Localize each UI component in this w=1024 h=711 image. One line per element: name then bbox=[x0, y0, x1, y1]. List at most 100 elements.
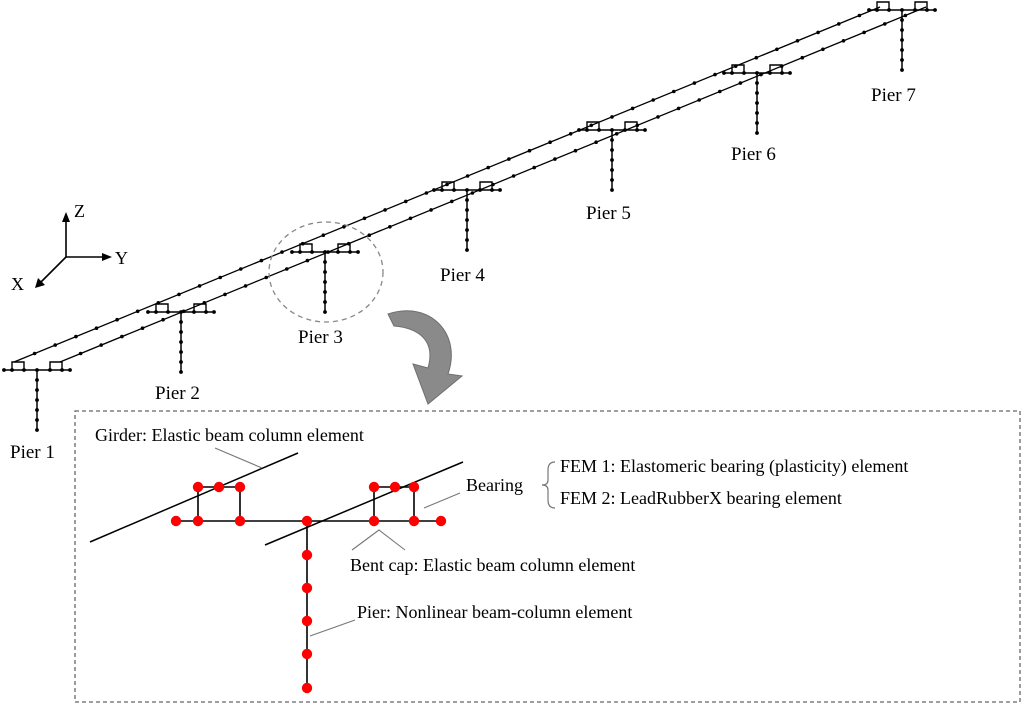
pier-1-bent bbox=[2, 361, 72, 432]
detail-red-node bbox=[368, 481, 380, 493]
detail-red-node bbox=[301, 682, 313, 694]
pier-3-label: Pier 3 bbox=[298, 327, 343, 348]
cap-node bbox=[768, 71, 772, 75]
cap-node bbox=[577, 128, 581, 132]
detail-red-node bbox=[234, 481, 246, 493]
detail-red-node bbox=[301, 549, 313, 561]
girder-node bbox=[883, 22, 887, 26]
cap-node bbox=[643, 128, 647, 132]
girder-node bbox=[507, 157, 511, 161]
cap-node bbox=[730, 71, 734, 75]
girder-node bbox=[594, 140, 598, 144]
girder-node bbox=[614, 132, 619, 136]
detail-red-node bbox=[213, 481, 225, 493]
detail-red-node bbox=[170, 515, 182, 527]
bearing-leader bbox=[423, 492, 461, 509]
cap-node bbox=[925, 8, 929, 12]
girder-node bbox=[800, 55, 805, 60]
pier-node bbox=[900, 48, 904, 52]
detail-nodes bbox=[170, 481, 447, 694]
pier-node bbox=[610, 138, 614, 142]
x-axis-label: X bbox=[11, 274, 24, 294]
girder-node bbox=[120, 334, 124, 339]
girder-node bbox=[816, 30, 820, 35]
cap-node bbox=[48, 368, 52, 372]
girder-node bbox=[465, 174, 470, 178]
pier-node bbox=[900, 18, 904, 22]
pier-node bbox=[465, 228, 469, 232]
bearing-left bbox=[586, 121, 600, 130]
girder-node bbox=[388, 225, 392, 229]
girder-node bbox=[676, 106, 681, 111]
cap-node bbox=[68, 368, 72, 372]
girder-node bbox=[738, 81, 743, 85]
pier-node bbox=[323, 260, 327, 264]
pier-node bbox=[755, 131, 759, 135]
girder-node bbox=[713, 72, 717, 77]
cap-node bbox=[432, 188, 436, 192]
girder-node bbox=[862, 30, 866, 35]
cap-node bbox=[336, 250, 340, 254]
pier-node bbox=[610, 188, 614, 192]
cap-node bbox=[154, 310, 158, 314]
bearing-left bbox=[11, 361, 25, 370]
cap-node bbox=[478, 188, 482, 192]
cap-node bbox=[900, 8, 904, 12]
girder-node bbox=[656, 115, 660, 119]
cap-node bbox=[2, 368, 6, 372]
detail-red-node bbox=[435, 515, 447, 527]
girder-node bbox=[424, 191, 429, 195]
cap-node bbox=[35, 368, 39, 372]
girder-node bbox=[53, 343, 57, 347]
girder-node bbox=[754, 55, 759, 60]
pier-4-bent bbox=[432, 181, 502, 252]
x-axis-line bbox=[39, 256, 67, 284]
detail-red-node bbox=[301, 615, 313, 627]
cap-node bbox=[742, 71, 746, 75]
girder-node bbox=[795, 39, 800, 43]
pier-node bbox=[755, 81, 759, 85]
pier-labels: Pier 1 Pier 2 Pier 3 Pier 4 Pier 5 Pier … bbox=[10, 85, 916, 463]
girder-lines bbox=[13, 6, 927, 363]
pier-node bbox=[323, 300, 327, 304]
pier-node bbox=[465, 218, 469, 222]
pier-node bbox=[323, 270, 327, 274]
callout-arrow bbox=[387, 310, 464, 405]
pier-node bbox=[35, 378, 39, 382]
girder-node bbox=[718, 89, 722, 94]
pier-node bbox=[35, 428, 39, 432]
girder-leader bbox=[214, 447, 263, 469]
girder-node bbox=[775, 47, 779, 52]
pier-2-bent bbox=[146, 303, 216, 374]
girder-node bbox=[32, 351, 37, 356]
girder-node bbox=[197, 284, 202, 288]
detail-frame bbox=[74, 410, 1021, 703]
cap-node bbox=[323, 250, 327, 254]
pier-node bbox=[35, 398, 39, 402]
girder-node bbox=[74, 334, 78, 339]
cap-node bbox=[166, 310, 170, 314]
bentcap-element-label: Bent cap: Elastic beam column element bbox=[350, 555, 635, 575]
girder-node bbox=[78, 351, 83, 356]
girder-node bbox=[841, 39, 846, 43]
girder-node bbox=[280, 250, 284, 254]
cap-node bbox=[867, 8, 871, 12]
cap-node bbox=[204, 310, 208, 314]
bearing-right bbox=[479, 181, 493, 190]
bearing-right bbox=[624, 121, 638, 130]
girder-node bbox=[218, 275, 222, 280]
girder-node bbox=[383, 208, 387, 212]
pier-5-label: Pier 5 bbox=[586, 203, 631, 224]
pier-5-bent bbox=[577, 121, 647, 192]
z-axis-arrowhead bbox=[62, 212, 70, 222]
girder-node bbox=[903, 13, 908, 18]
pier-node bbox=[465, 248, 469, 252]
pier-node bbox=[179, 320, 183, 324]
pier-node bbox=[755, 101, 759, 105]
girder-node bbox=[99, 343, 103, 347]
bearing-brace bbox=[541, 461, 556, 509]
pier-node bbox=[900, 38, 904, 42]
pier-node bbox=[323, 290, 327, 294]
cap-node bbox=[722, 71, 726, 75]
cap-node bbox=[597, 128, 601, 132]
